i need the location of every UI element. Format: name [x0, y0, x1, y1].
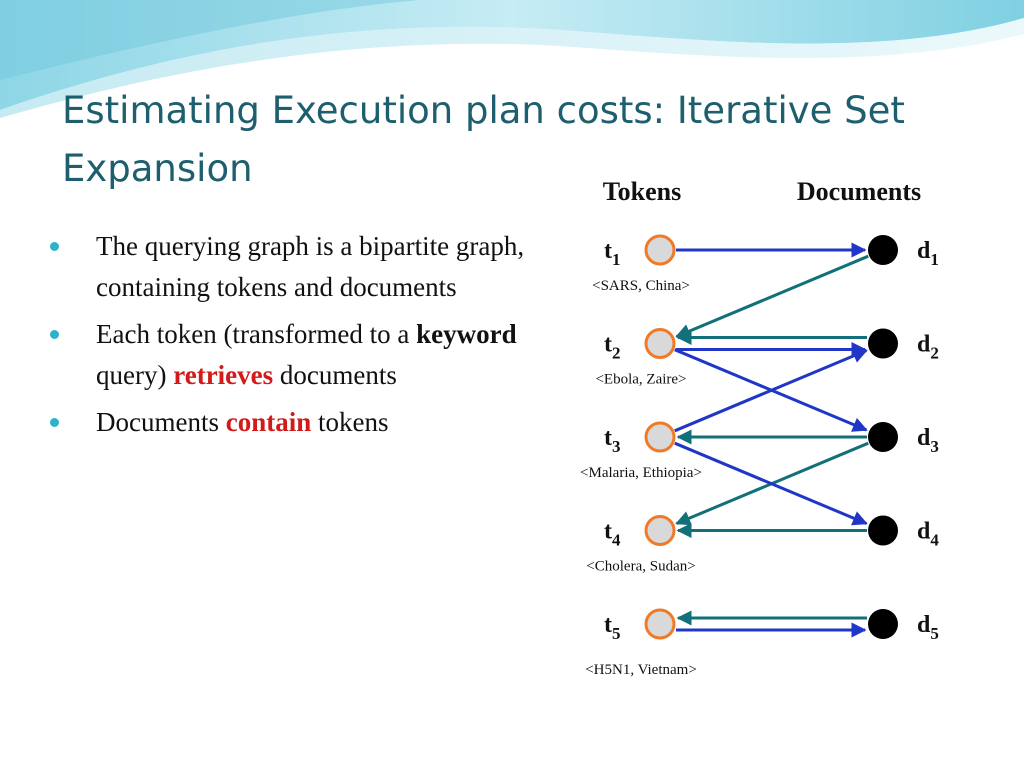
bullet-text: The querying graph is a bipartite graph,… [96, 231, 525, 302]
bullet-dot-icon [50, 330, 59, 339]
token-label-t5: t5 [604, 612, 621, 643]
documents-header: Documents [797, 177, 921, 206]
token-node-t3 [644, 421, 676, 453]
document-node-d5 [868, 609, 898, 639]
bullet-text: Documents [96, 407, 226, 437]
slide-title: Estimating Execution plan costs: Iterati… [62, 89, 905, 190]
document-label-d4: d4 [917, 519, 939, 550]
document-label-d5: d5 [917, 612, 939, 643]
bullet-text: tokens [311, 407, 389, 437]
token-node-t5 [644, 608, 676, 640]
bullet-item-3: Documents contain tokens [50, 402, 540, 443]
token-description-t5: <H5N1, Vietnam> [585, 662, 697, 678]
token-description-t1: <SARS, China> [592, 278, 690, 294]
document-label-d2: d2 [917, 332, 939, 363]
bullet-highlight-text: retrieves [173, 360, 274, 390]
bullet-highlight-text: contain [225, 407, 312, 437]
document-node-d1 [868, 235, 898, 265]
token-label-t1: t1 [604, 238, 621, 269]
token-description-t3: <Malaria, Ethiopia> [580, 465, 702, 481]
document-node-d2 [868, 328, 898, 359]
bipartite-graph: Tokens Documents t1 <SARS, China> t2 <Ebola, … [580, 177, 939, 678]
token-description-t4: <Cholera, Sudan> [586, 559, 695, 575]
tokens-header: Tokens [603, 177, 682, 206]
token-label-t2: t2 [604, 332, 621, 363]
bullet-dot-icon [50, 242, 59, 251]
document-label-d3: d3 [917, 425, 939, 456]
retrieves-edge [674, 441, 868, 526]
token-label-t4: t4 [604, 519, 621, 550]
token-description-t2: <Ebola, Zaire> [595, 372, 686, 388]
contains-edge [675, 254, 869, 339]
document-node-d4 [868, 515, 898, 546]
bullet-keyword-text: keyword [416, 319, 517, 349]
bullet-list: The querying graph is a bipartite graph,… [50, 226, 540, 449]
retrieves-edge [674, 348, 868, 433]
token-label-t3: t3 [604, 425, 621, 456]
bullet-item-2: Each token (transformed to a keyword que… [50, 314, 540, 396]
bullet-text: query) [96, 360, 174, 390]
token-node-t4 [644, 515, 676, 546]
token-node-t2 [644, 328, 676, 359]
bullet-text: documents [273, 360, 397, 390]
document-label-d1: d1 [917, 238, 939, 269]
header-wave-decoration [0, 0, 1024, 118]
document-node-d3 [868, 422, 898, 452]
bullet-dot-icon [50, 418, 59, 427]
token-node-t1 [644, 234, 676, 266]
bullet-item-1: The querying graph is a bipartite graph,… [50, 226, 540, 308]
bullet-text: Each token (transformed to a [96, 319, 417, 349]
